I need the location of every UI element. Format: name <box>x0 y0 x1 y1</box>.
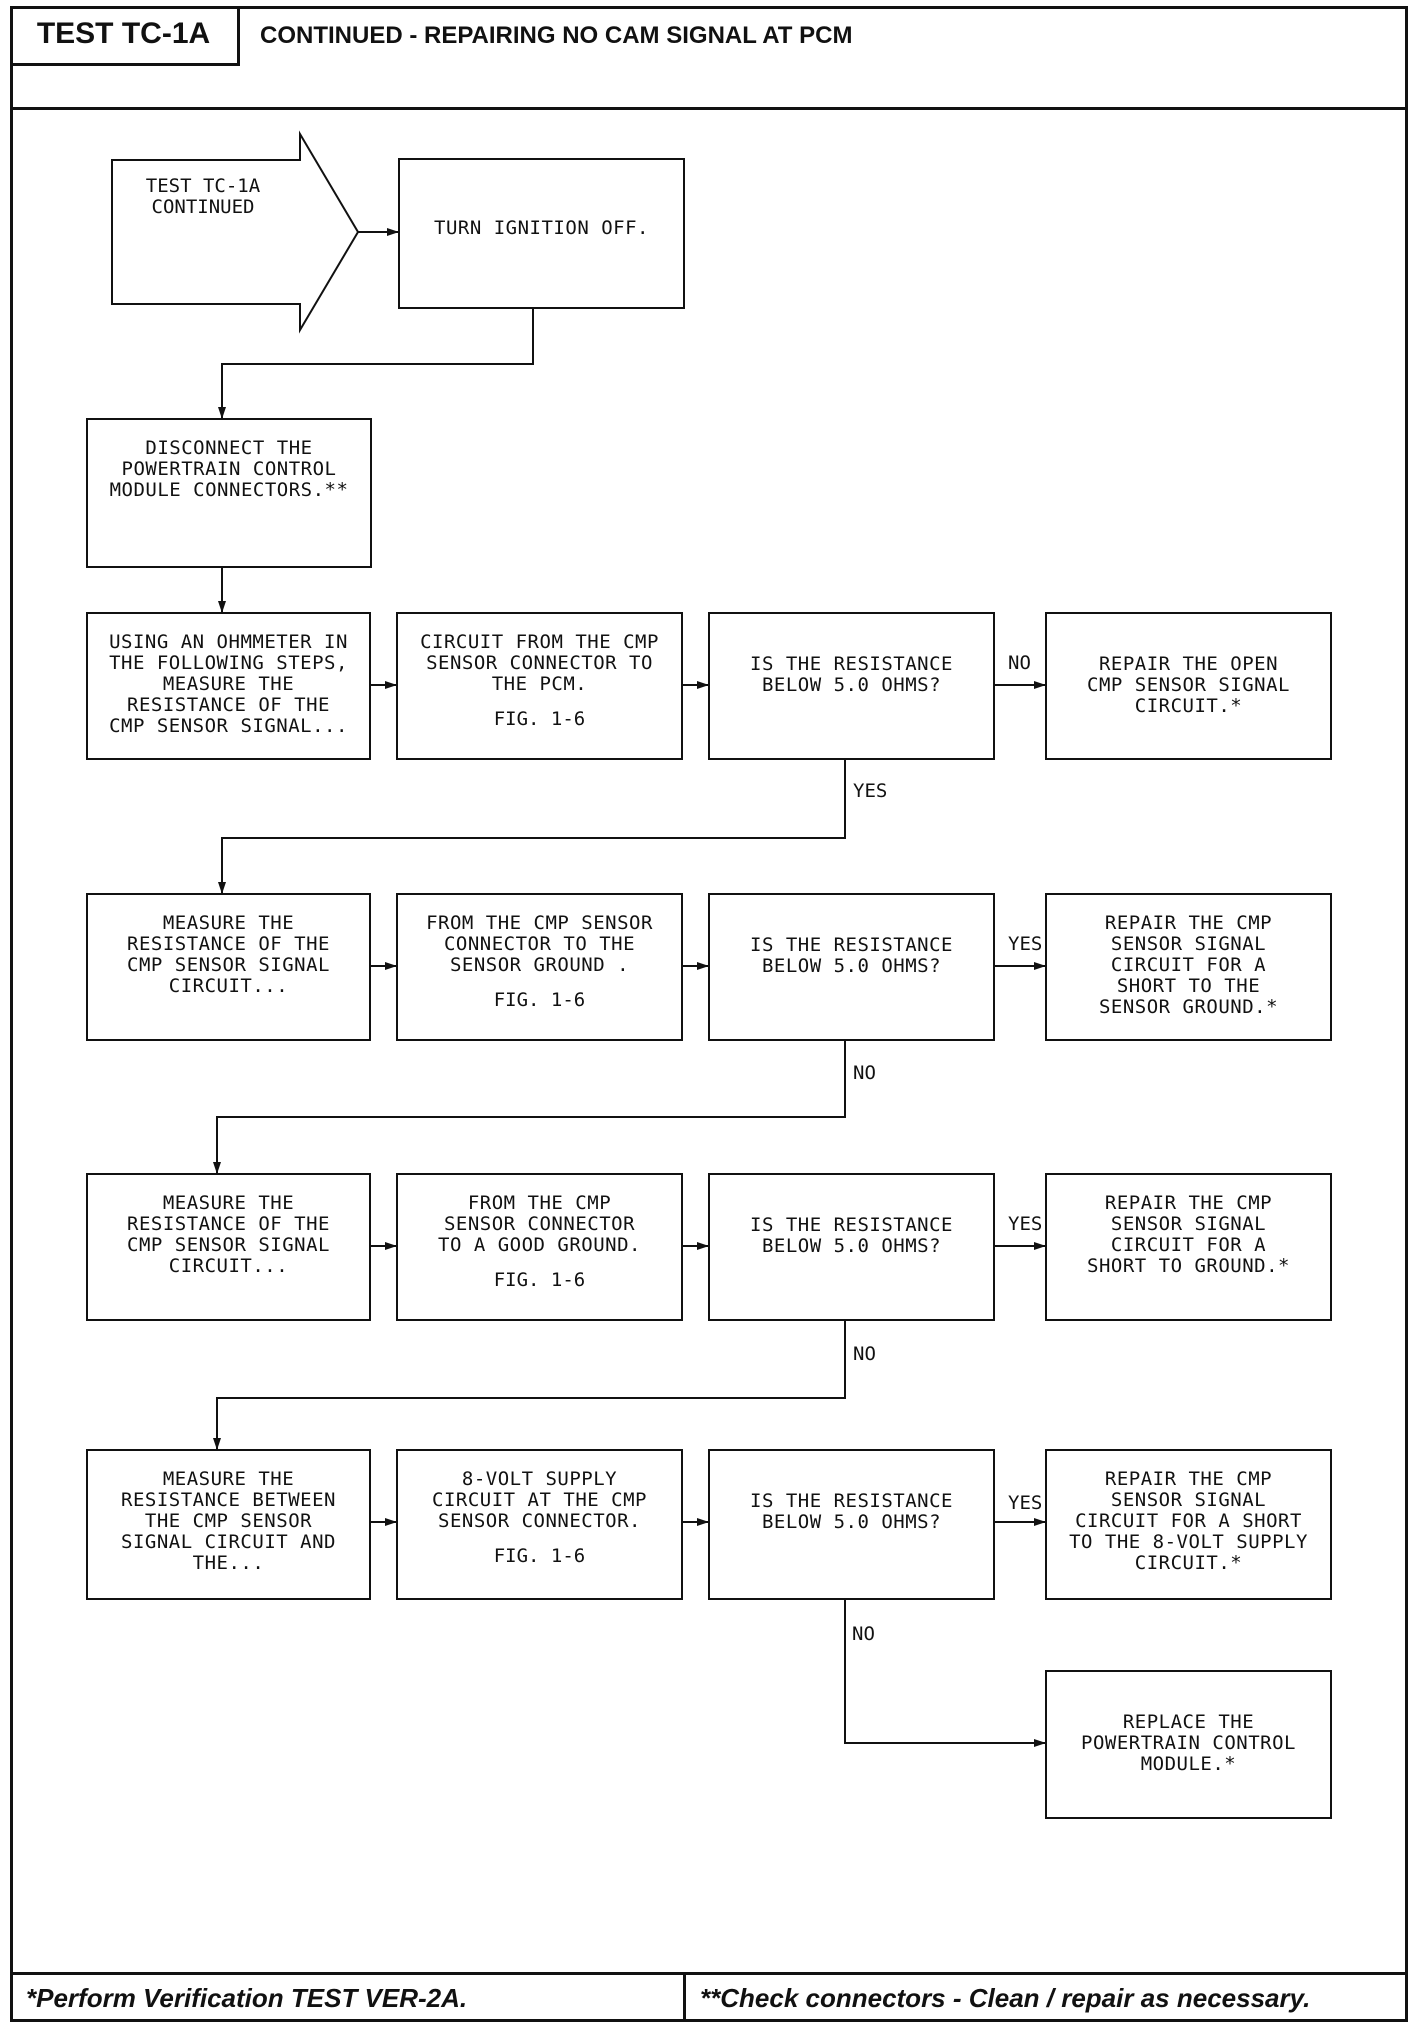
footer-note-verification: *Perform Verification TEST VER-2A. <box>26 1983 468 2013</box>
step-text: USING AN OHMMETER IN THE FOLLOWING STEPS… <box>109 631 348 737</box>
result-text: REPAIR THE CMP SENSOR SIGNAL CIRCUIT FOR… <box>1098 912 1279 1018</box>
step-text: MEASURE THE RESISTANCE OF THE CMP SENSOR… <box>127 912 330 997</box>
result-repair-short-sensor-ground: REPAIR THE CMP SENSOR SIGNAL CIRCUIT FOR… <box>1045 893 1332 1041</box>
result-repair-open-circuit: REPAIR THE OPEN CMP SENSOR SIGNAL CIRCUI… <box>1045 612 1332 760</box>
result-repair-short-ground: REPAIR THE CMP SENSOR SIGNAL CIRCUIT FOR… <box>1045 1173 1332 1321</box>
start-label: TEST TC-1A CONTINUED <box>145 175 261 218</box>
step-row4-circuit: 8-VOLT SUPPLY CIRCUIT AT THE CMP SENSOR … <box>396 1449 683 1600</box>
step-row3-measure: MEASURE THE RESISTANCE OF THE CMP SENSOR… <box>86 1173 371 1321</box>
decision-row2: IS THE RESISTANCE BELOW 5.0 OHMS? <box>708 893 995 1041</box>
step-row3-circuit: FROM THE CMP SENSOR CONNECTOR TO A GOOD … <box>396 1173 683 1321</box>
step-text: TURN IGNITION OFF. <box>434 217 649 239</box>
decision-text: IS THE RESISTANCE BELOW 5.0 OHMS? <box>750 1214 953 1257</box>
branch-label-yes: YES <box>1008 933 1043 955</box>
decision-text: IS THE RESISTANCE BELOW 5.0 OHMS? <box>750 1490 953 1533</box>
figure-ref: FIG. 1-6 <box>493 1545 586 1567</box>
step-row1-measure: USING AN OHMMETER IN THE FOLLOWING STEPS… <box>86 612 371 760</box>
figure-ref: FIG. 1-6 <box>493 708 586 730</box>
decision-row3: IS THE RESISTANCE BELOW 5.0 OHMS? <box>708 1173 995 1321</box>
step-text: MEASURE THE RESISTANCE OF THE CMP SENSOR… <box>127 1192 330 1277</box>
step-text: FROM THE CMP SENSOR CONNECTOR TO THE SEN… <box>426 912 653 976</box>
figure-ref: FIG. 1-6 <box>493 1269 586 1291</box>
page-frame <box>10 6 1408 2022</box>
header-bar <box>10 6 1408 110</box>
branch-label-yes: YES <box>853 780 888 802</box>
result-text: REPAIR THE OPEN CMP SENSOR SIGNAL CIRCUI… <box>1087 653 1290 717</box>
step-text: DISCONNECT THE POWERTRAIN CONTROL MODULE… <box>109 437 349 501</box>
step-row2-circuit: FROM THE CMP SENSOR CONNECTOR TO THE SEN… <box>396 893 683 1041</box>
figure-ref: FIG. 1-6 <box>493 989 586 1011</box>
step-turn-ignition-off: TURN IGNITION OFF. <box>398 158 685 309</box>
result-text: REPLACE THE POWERTRAIN CONTROL MODULE.* <box>1081 1711 1296 1775</box>
branch-label-yes: YES <box>1008 1213 1043 1235</box>
step-text: 8-VOLT SUPPLY CIRCUIT AT THE CMP SENSOR … <box>432 1468 647 1532</box>
result-text: REPAIR THE CMP SENSOR SIGNAL CIRCUIT FOR… <box>1087 1192 1290 1277</box>
decision-text: IS THE RESISTANCE BELOW 5.0 OHMS? <box>750 934 953 977</box>
branch-label-no: NO <box>1008 652 1031 674</box>
footer-divider <box>683 1972 686 2022</box>
page-title: CONTINUED - REPAIRING NO CAM SIGNAL AT P… <box>260 22 853 49</box>
decision-row4: IS THE RESISTANCE BELOW 5.0 OHMS? <box>708 1449 995 1600</box>
decision-text: IS THE RESISTANCE BELOW 5.0 OHMS? <box>750 653 953 696</box>
result-text: REPAIR THE CMP SENSOR SIGNAL CIRCUIT FOR… <box>1069 1468 1308 1574</box>
result-repair-short-8v-supply: REPAIR THE CMP SENSOR SIGNAL CIRCUIT FOR… <box>1045 1449 1332 1600</box>
step-row1-circuit: CIRCUIT FROM THE CMP SENSOR CONNECTOR TO… <box>396 612 683 760</box>
step-text: CIRCUIT FROM THE CMP SENSOR CONNECTOR TO… <box>420 631 659 695</box>
step-row2-measure: MEASURE THE RESISTANCE OF THE CMP SENSOR… <box>86 893 371 1041</box>
decision-row1: IS THE RESISTANCE BELOW 5.0 OHMS? <box>708 612 995 760</box>
start-arrow-shape <box>111 130 360 334</box>
step-text: MEASURE THE RESISTANCE BETWEEN THE CMP S… <box>121 1468 336 1574</box>
branch-label-no: NO <box>853 1343 876 1365</box>
result-replace-pcm: REPLACE THE POWERTRAIN CONTROL MODULE.* <box>1045 1670 1332 1819</box>
footer-bar <box>10 1972 1408 2022</box>
branch-label-no: NO <box>852 1623 875 1645</box>
footer-note-connectors: **Check connectors - Clean / repair as n… <box>700 1983 1311 2013</box>
branch-label-no: NO <box>853 1062 876 1084</box>
test-id-label: TEST TC-1A <box>10 6 240 66</box>
step-text: FROM THE CMP SENSOR CONNECTOR TO A GOOD … <box>438 1192 641 1256</box>
step-row4-measure: MEASURE THE RESISTANCE BETWEEN THE CMP S… <box>86 1449 371 1600</box>
step-disconnect-pcm: DISCONNECT THE POWERTRAIN CONTROL MODULE… <box>86 418 372 568</box>
branch-label-yes: YES <box>1008 1492 1043 1514</box>
